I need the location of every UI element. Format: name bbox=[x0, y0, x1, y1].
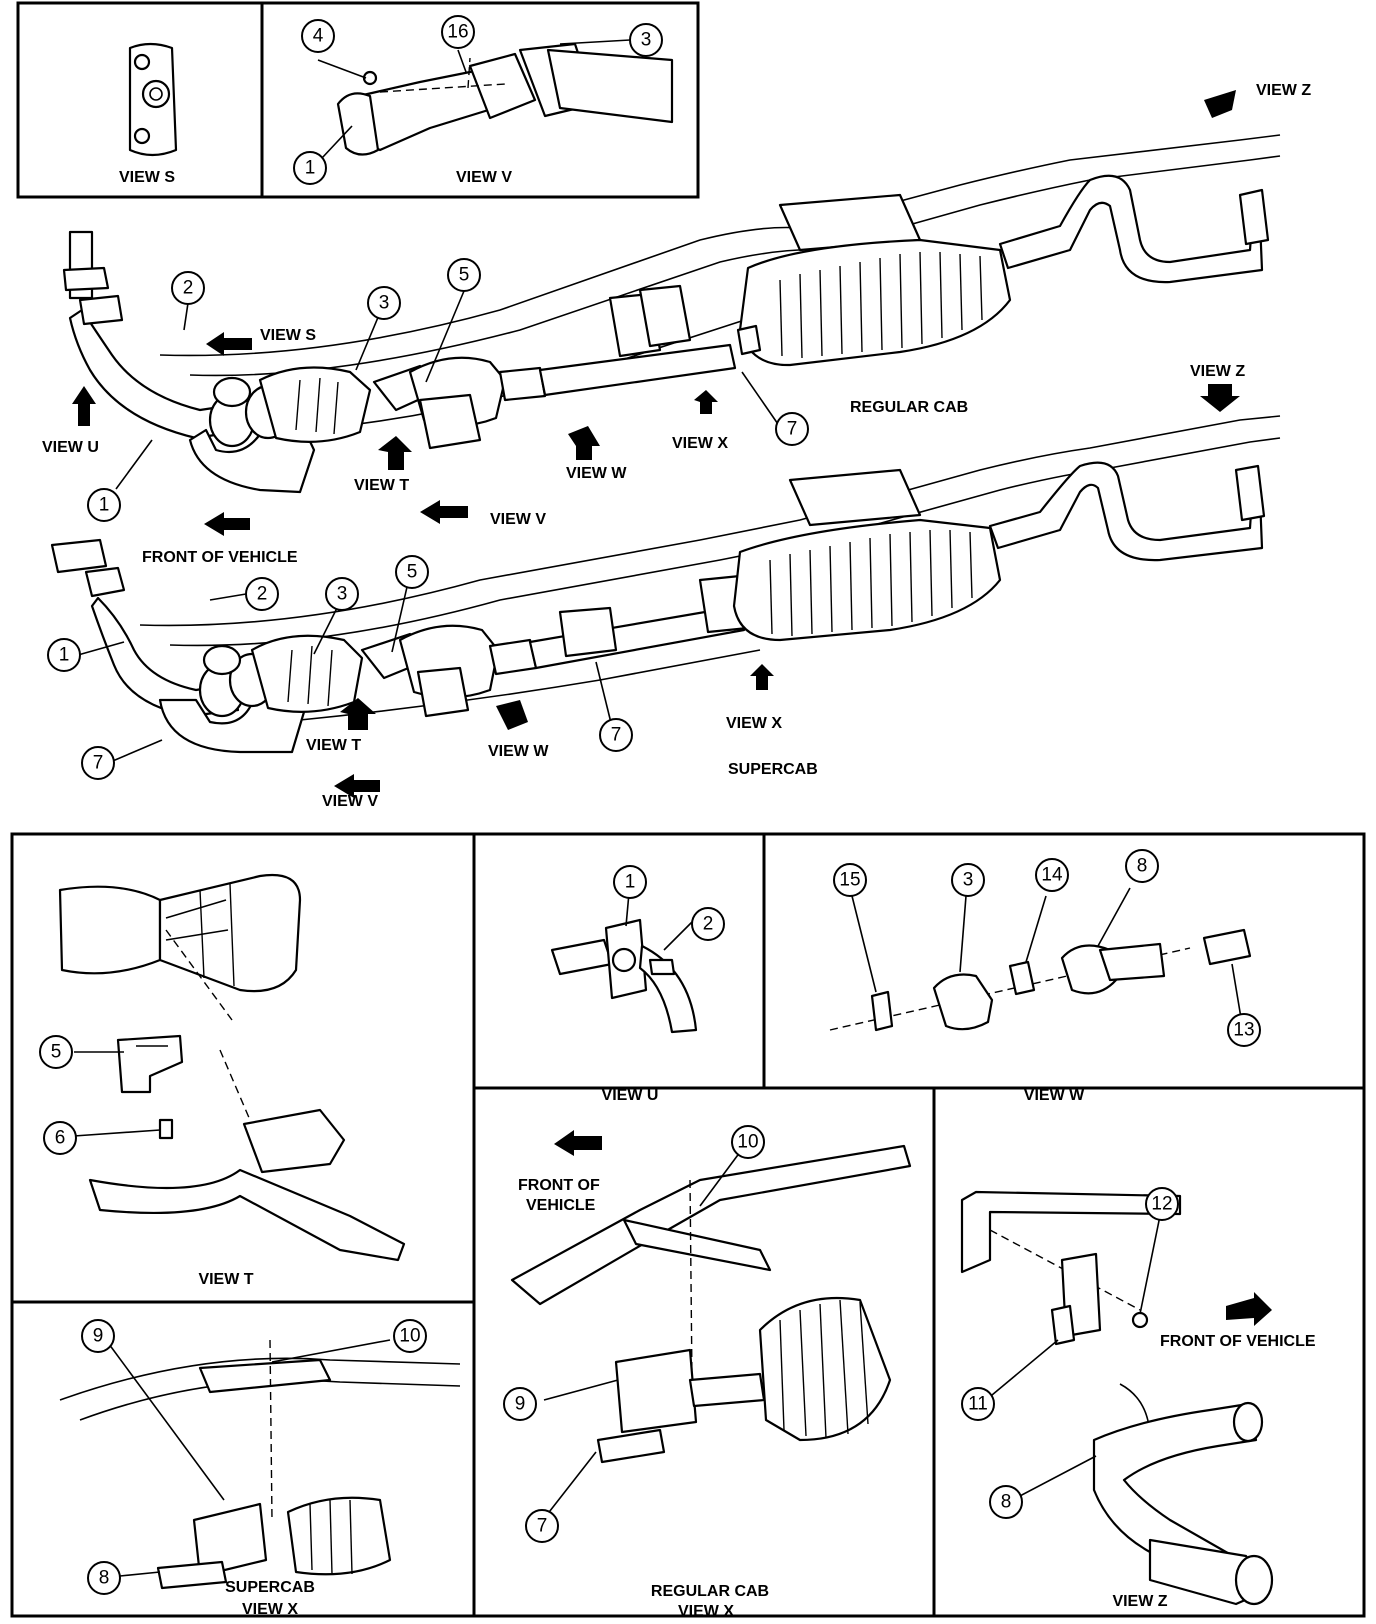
callout-1-view-v: 1 bbox=[305, 158, 316, 179]
panel-view-t: VIEW T bbox=[10, 832, 476, 1304]
main-view-w-label: VIEW W bbox=[566, 465, 627, 482]
panel-view-w: VIEW W bbox=[762, 832, 1366, 1104]
supercab-label: SUPERCAB bbox=[728, 761, 818, 778]
callout-7-supercab: 7 bbox=[611, 725, 622, 746]
arrow-left-icon bbox=[206, 332, 252, 356]
supercab-assembly bbox=[50, 415, 1281, 754]
callout-1-supercab: 1 bbox=[59, 645, 70, 666]
callout-7-supercab-front: 7 bbox=[93, 753, 104, 774]
callout-4: 4 bbox=[313, 26, 324, 47]
arrow-up-icon bbox=[72, 386, 96, 426]
callout-9-regular-x: 9 bbox=[515, 1394, 526, 1415]
vehicle-label: VEHICLE bbox=[526, 1197, 596, 1214]
callout-1-regular: 1 bbox=[99, 495, 110, 516]
arrow-left-icon bbox=[420, 500, 468, 524]
arrow-up-icon bbox=[340, 698, 376, 730]
view-x-regular-label-1: REGULAR CAB bbox=[651, 1583, 769, 1600]
arrow-up-icon bbox=[378, 436, 412, 470]
callout-2-regular: 2 bbox=[183, 278, 194, 299]
callout-3-regular: 3 bbox=[379, 293, 390, 314]
main-view-x-label-2: VIEW X bbox=[726, 715, 782, 732]
view-t-label: VIEW T bbox=[198, 1271, 253, 1288]
main-view-v-label: VIEW V bbox=[490, 511, 546, 528]
view-w-label: VIEW W bbox=[1024, 1087, 1085, 1104]
arrow-up-icon bbox=[750, 664, 774, 690]
callout-12-view-z: 12 bbox=[1151, 1194, 1172, 1215]
number-callouts: 4 16 3 1 2 3 5 1 7 2 3 5 1 7 7 5 6 1 2 1… bbox=[39, 15, 1261, 1595]
main-view-w-label-2: VIEW W bbox=[488, 743, 549, 760]
callout-1-view-u: 1 bbox=[625, 872, 636, 893]
panel-view-u: VIEW U bbox=[472, 832, 766, 1104]
view-v-label: VIEW V bbox=[456, 169, 512, 186]
callout-2-supercab: 2 bbox=[257, 584, 268, 605]
regular-cab-label: REGULAR CAB bbox=[850, 399, 968, 416]
callout-16: 16 bbox=[447, 22, 468, 43]
callout-15-view-w: 15 bbox=[839, 870, 860, 891]
callout-8-view-z: 8 bbox=[1001, 1492, 1012, 1513]
main-view-u-label: VIEW U bbox=[42, 439, 99, 456]
main-view-z-label-top: VIEW Z bbox=[1256, 82, 1311, 99]
callout-9-supercab-x: 9 bbox=[93, 1326, 104, 1347]
callout-7-regular: 7 bbox=[787, 419, 798, 440]
main-view-t-label: VIEW T bbox=[354, 477, 409, 494]
direction-arrows bbox=[72, 90, 1240, 798]
callout-3-view-v: 3 bbox=[641, 30, 652, 51]
callout-3-supercab: 3 bbox=[337, 584, 348, 605]
arrow-right-icon bbox=[1226, 1292, 1272, 1326]
callout-8-supercab-x: 8 bbox=[99, 1568, 110, 1589]
inset-view-v: VIEW V bbox=[260, 1, 700, 199]
main-view-x-label: VIEW X bbox=[672, 435, 728, 452]
view-x-supercab-label-2: VIEW X bbox=[242, 1601, 298, 1618]
view-s-label: VIEW S bbox=[119, 169, 175, 186]
callout-6-view-t: 6 bbox=[55, 1128, 66, 1149]
main-view-s-label: VIEW S bbox=[260, 327, 316, 344]
callout-5-view-t: 5 bbox=[51, 1042, 62, 1063]
view-x-supercab-label-1: SUPERCAB bbox=[225, 1579, 315, 1596]
regular-cab-assembly bbox=[62, 134, 1281, 494]
arrow-left-icon bbox=[554, 1130, 602, 1156]
callout-10-regular-x: 10 bbox=[737, 1132, 758, 1153]
view-z-label: VIEW Z bbox=[1112, 1593, 1167, 1610]
main-view-v-label-2: VIEW V bbox=[322, 793, 378, 810]
arrow-right-icon bbox=[568, 426, 600, 460]
main-view-z-label-2: VIEW Z bbox=[1190, 363, 1245, 380]
panel-regular-cab-view-x: FRONT OF VEHICLE REGULAR CAB VIEW X bbox=[472, 1086, 936, 1620]
callout-10-supercab-x: 10 bbox=[399, 1326, 420, 1347]
front-of-label: FRONT OF bbox=[518, 1177, 600, 1194]
view-z-front-of-vehicle-label: FRONT OF VEHICLE bbox=[1160, 1333, 1316, 1350]
callout-13-view-w: 13 bbox=[1233, 1020, 1254, 1041]
inset-view-s: VIEW S bbox=[16, 1, 264, 199]
arrow-up-icon bbox=[694, 390, 718, 414]
callout-7-regular-x: 7 bbox=[537, 1516, 548, 1537]
callout-14-view-w: 14 bbox=[1041, 865, 1063, 886]
callout-2-view-u: 2 bbox=[703, 914, 714, 935]
callout-5-regular: 5 bbox=[459, 265, 470, 286]
callout-8-view-w: 8 bbox=[1137, 856, 1148, 877]
front-of-vehicle-label: FRONT OF VEHICLE bbox=[142, 549, 298, 566]
arrow-down-icon bbox=[1200, 384, 1240, 412]
arrow-right-icon bbox=[1204, 90, 1236, 118]
main-view-t-label-2: VIEW T bbox=[306, 737, 361, 754]
view-u-label: VIEW U bbox=[602, 1087, 659, 1104]
arrow-left-icon bbox=[334, 774, 380, 798]
arrow-left-icon bbox=[204, 512, 250, 536]
callout-11-view-z: 11 bbox=[968, 1394, 988, 1415]
view-x-regular-label-2: VIEW X bbox=[678, 1603, 734, 1620]
panel-view-z: FRONT OF VEHICLE VIEW Z bbox=[932, 1086, 1366, 1618]
callout-5-supercab: 5 bbox=[407, 562, 418, 583]
callout-3-view-w: 3 bbox=[963, 870, 974, 891]
arrow-right-icon bbox=[496, 700, 528, 730]
panel-supercab-view-x: SUPERCAB VIEW X bbox=[10, 1300, 476, 1618]
